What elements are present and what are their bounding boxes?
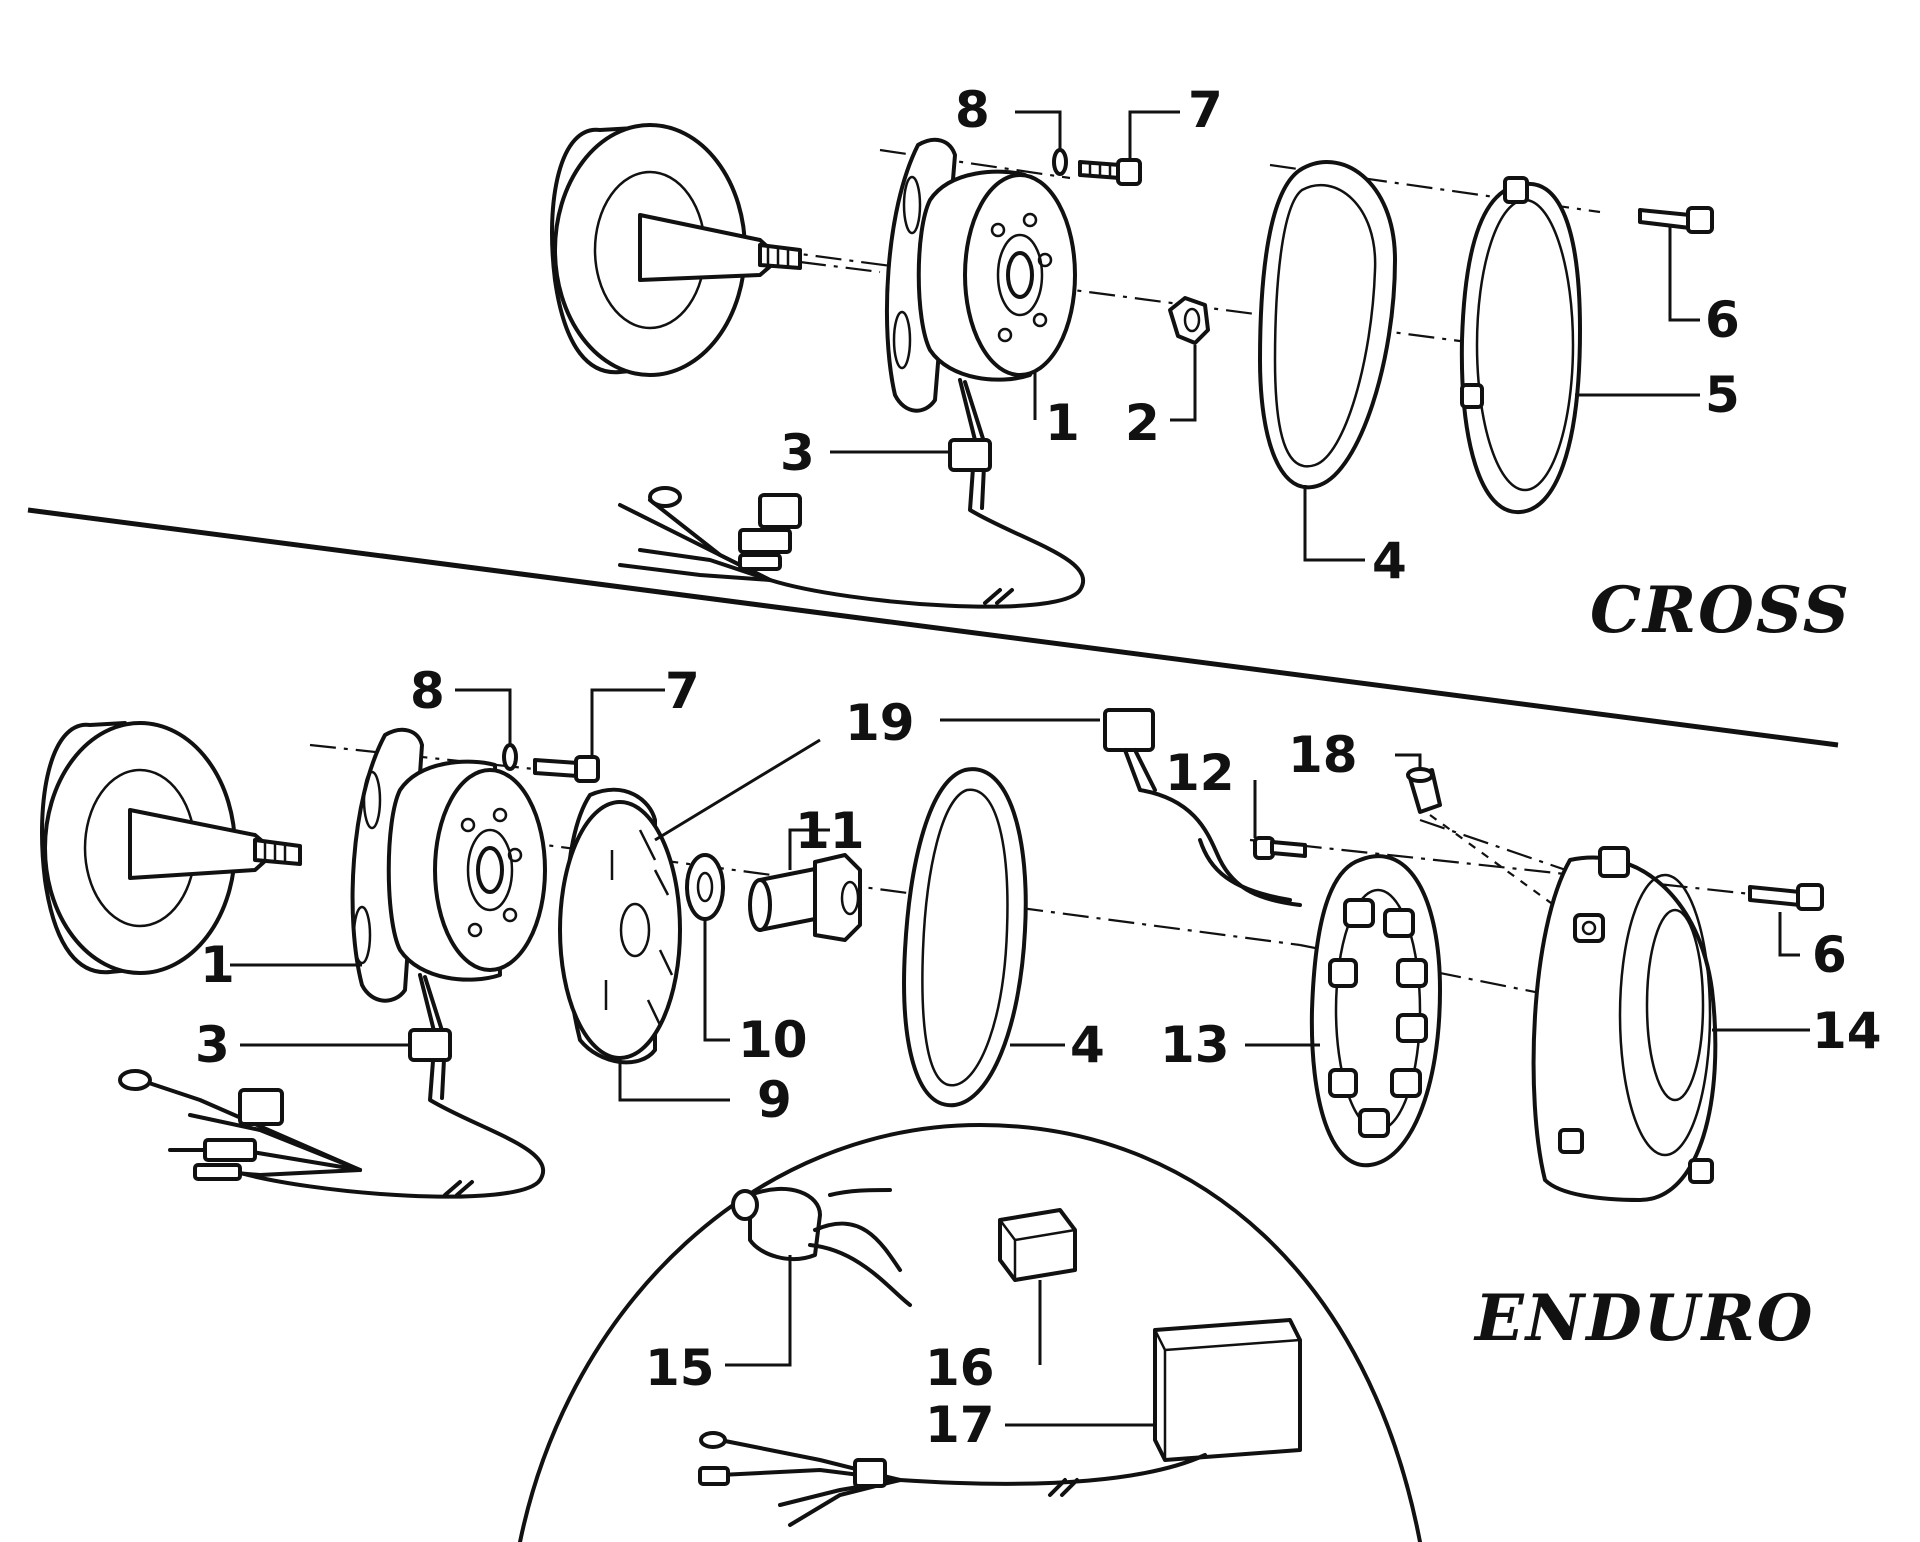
enduro-nut-spacer bbox=[748, 853, 862, 942]
enduro-label-4: 4 bbox=[1070, 1016, 1105, 1074]
enduro-label-1: 1 bbox=[200, 936, 235, 994]
enduro-label-17: 17 bbox=[925, 1396, 995, 1454]
enduro-label-19: 19 bbox=[845, 694, 915, 752]
cross-label-8: 8 bbox=[955, 81, 990, 139]
cross-label-2: 2 bbox=[1125, 394, 1160, 452]
section-title-cross: CROSS bbox=[1590, 573, 1851, 648]
enduro-label-3: 3 bbox=[195, 1016, 230, 1074]
enduro-relay bbox=[998, 1208, 1077, 1282]
enduro-label-15: 15 bbox=[645, 1339, 715, 1397]
enduro-wiring-harness bbox=[118, 973, 545, 1199]
enduro-label-7: 7 bbox=[665, 662, 700, 720]
enduro-assembly: 8 7 19 11 12 18 6 14 1 3 10 9 4 13 ENDUR… bbox=[40, 662, 1882, 1542]
enduro-stator-screw bbox=[1253, 836, 1307, 860]
enduro-label-9: 9 bbox=[757, 1071, 792, 1129]
enduro-label-16: 16 bbox=[925, 1339, 995, 1397]
enduro-label-8: 8 bbox=[410, 662, 445, 720]
cross-label-1: 1 bbox=[1045, 394, 1080, 452]
cross-cover bbox=[1459, 176, 1582, 515]
section-title-enduro: ENDURO bbox=[1473, 1281, 1815, 1356]
cross-label-6: 6 bbox=[1705, 291, 1740, 349]
enduro-label-18: 18 bbox=[1288, 726, 1358, 784]
enduro-label-13: 13 bbox=[1160, 1016, 1230, 1074]
enduro-accessory-inset: 15 16 17 bbox=[518, 1123, 1422, 1542]
enduro-regulator bbox=[698, 1318, 1302, 1527]
cross-label-5: 5 bbox=[1705, 366, 1740, 424]
cross-wiring-harness bbox=[618, 378, 1085, 609]
cross-label-3: 3 bbox=[780, 424, 815, 482]
enduro-label-10: 10 bbox=[738, 1011, 808, 1069]
cross-label-7: 7 bbox=[1188, 81, 1223, 139]
enduro-washer-screw bbox=[502, 743, 600, 783]
cross-gasket bbox=[1257, 160, 1398, 490]
enduro-ignition-stator bbox=[350, 727, 547, 1003]
enduro-gasket bbox=[902, 767, 1028, 1108]
enduro-cover bbox=[1531, 846, 1718, 1202]
enduro-label-12: 12 bbox=[1165, 744, 1235, 802]
enduro-ignition-coil bbox=[731, 1186, 912, 1307]
cross-assembly: 8 7 6 5 1 2 3 4 CROSS bbox=[550, 81, 1851, 648]
enduro-washer bbox=[685, 853, 725, 921]
cross-flywheel bbox=[550, 123, 802, 377]
enduro-flywheel bbox=[40, 721, 302, 975]
enduro-label-6: 6 bbox=[1812, 926, 1847, 984]
enduro-rotor bbox=[558, 787, 682, 1065]
enduro-connector bbox=[1103, 708, 1302, 907]
cross-cover-screw bbox=[1638, 206, 1714, 234]
enduro-plug bbox=[1406, 767, 1442, 814]
cross-washer-screw bbox=[1052, 148, 1142, 186]
enduro-label-11: 11 bbox=[795, 802, 865, 860]
enduro-stator-coil bbox=[1309, 854, 1442, 1168]
enduro-label-14: 14 bbox=[1812, 1002, 1882, 1060]
cross-nut bbox=[1168, 296, 1210, 345]
section-divider bbox=[27, 507, 1839, 748]
cross-ignition-stator bbox=[884, 137, 1077, 413]
cross-label-4: 4 bbox=[1372, 532, 1407, 590]
enduro-cover-screw bbox=[1748, 883, 1824, 911]
